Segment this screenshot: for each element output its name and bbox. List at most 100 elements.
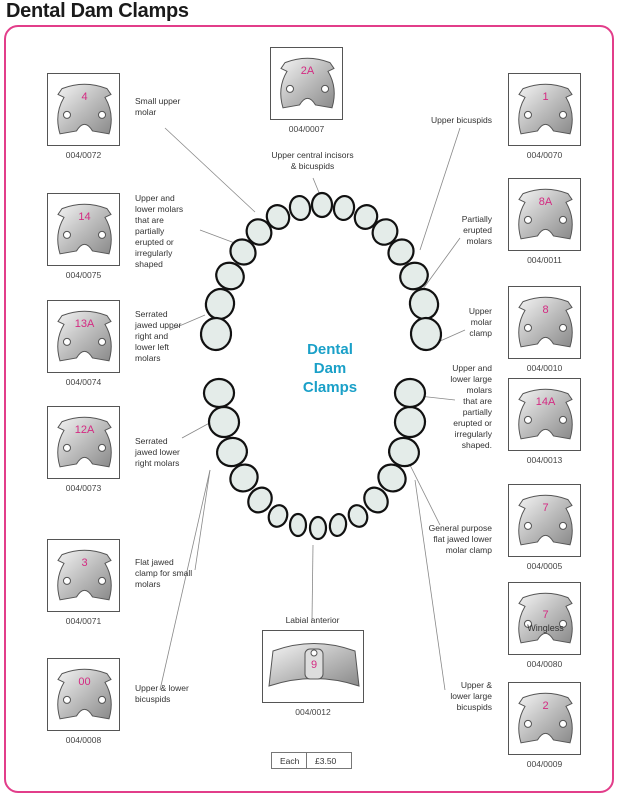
tooth — [371, 218, 399, 246]
clamp-number: 7 — [542, 502, 549, 514]
clamp-card-1: 1 — [508, 73, 581, 146]
clamp-description: Upper bicuspids — [431, 115, 492, 125]
clamp-number: 12A — [74, 424, 95, 436]
clamp-subtitle: Wingless — [527, 623, 564, 633]
clamp-card-00: 00 — [47, 658, 120, 731]
tooth — [387, 238, 415, 266]
price-box: Each £3.50 — [271, 752, 352, 769]
tooth — [267, 504, 289, 528]
tooth — [388, 436, 420, 468]
clamp-code: 004/0008 — [65, 735, 102, 745]
clamp-card-14a: 14A — [508, 378, 581, 451]
clamp-card-13a: 13A — [47, 300, 120, 373]
clamp-number: 9 — [310, 659, 318, 671]
clamp-code: 004/0080 — [526, 659, 563, 669]
tooth — [204, 287, 236, 321]
clamp-illustration — [518, 388, 573, 440]
tooth — [393, 377, 427, 409]
tooth — [245, 218, 273, 246]
clamp-number: 14 — [78, 211, 91, 223]
clamp-illustration — [57, 83, 112, 135]
price-value: £3.50 — [315, 756, 337, 766]
clamp-illustration — [518, 494, 573, 546]
tooth — [328, 512, 348, 538]
clamp-number: 2 — [542, 700, 549, 712]
clamp-card-9: 9 — [262, 630, 364, 703]
page-frame — [4, 25, 614, 793]
clamp-code: 004/0075 — [65, 270, 102, 280]
clamp-illustration — [268, 643, 360, 687]
clamp-number: 00 — [78, 676, 91, 688]
clamp-illustration — [518, 692, 573, 744]
clamp-number: 2A — [300, 65, 315, 77]
clamp-code: 004/0072 — [65, 150, 102, 160]
clamp-card-2: 2 — [508, 682, 581, 755]
clamp-number: 14A — [535, 396, 556, 408]
clamp-number: 8 — [542, 304, 549, 316]
clamp-number: 8A — [538, 196, 553, 208]
tooth — [199, 316, 233, 352]
tooth — [308, 515, 328, 541]
clamp-illustration — [57, 203, 112, 255]
tooth — [310, 191, 334, 219]
clamp-code: 004/0011 — [527, 255, 562, 265]
center-title: Dental Dam Clamps — [302, 341, 358, 396]
tooth — [288, 512, 308, 538]
clamp-description: Labial anterior — [285, 615, 340, 625]
clamp-illustration — [518, 592, 573, 644]
tooth — [229, 238, 257, 266]
tooth — [207, 405, 241, 439]
tooth — [399, 261, 429, 291]
clamp-code: 004/0009 — [526, 759, 563, 769]
clamp-card-8a: 8A — [508, 178, 581, 251]
teeth — [199, 191, 443, 541]
clamp-number: 4 — [81, 91, 88, 103]
clamp-illustration — [518, 83, 573, 135]
clamp-card-8: 8 — [508, 286, 581, 359]
clamp-card-3: 3 — [47, 539, 120, 612]
clamp-card-7: 7 — [508, 484, 581, 557]
clamp-card-12a: 12A — [47, 406, 120, 479]
tooth — [353, 204, 379, 230]
tooth — [215, 261, 245, 291]
tooth — [265, 204, 291, 230]
clamp-card-4: 4 — [47, 73, 120, 146]
clamp-illustration — [57, 668, 112, 720]
clamp-number: 13A — [74, 318, 95, 330]
clamp-illustration — [57, 310, 112, 362]
tooth — [216, 436, 248, 468]
clamp-illustration — [57, 416, 112, 468]
clamp-description: Upper central incisors& bicuspids — [271, 150, 354, 171]
clamp-illustration — [280, 57, 335, 109]
clamp-code: 004/0013 — [526, 455, 563, 465]
clamp-code: 004/0005 — [526, 561, 563, 571]
tooth — [347, 504, 369, 528]
tooth — [229, 463, 259, 493]
tooth — [288, 194, 312, 222]
page-title: Dental Dam Clamps — [6, 0, 189, 22]
clamp-number: 1 — [542, 91, 549, 103]
clamp-illustration — [518, 188, 573, 240]
clamp-number: 7 — [542, 609, 549, 621]
clamp-illustration — [518, 296, 573, 348]
tooth — [247, 486, 273, 514]
clamp-code: 004/0071 — [65, 616, 102, 626]
clamp-code: 004/0012 — [295, 707, 331, 717]
clamp-card-2a: 2A — [270, 47, 343, 120]
clamp-code: 004/0010 — [526, 363, 563, 373]
clamp-code: 004/0070 — [526, 150, 563, 160]
clamp-code: 004/0007 — [288, 124, 325, 134]
tooth — [332, 194, 356, 222]
clamp-code: 004/0074 — [65, 377, 102, 387]
clamp-card-14: 14 — [47, 193, 120, 266]
tooth — [363, 486, 389, 514]
